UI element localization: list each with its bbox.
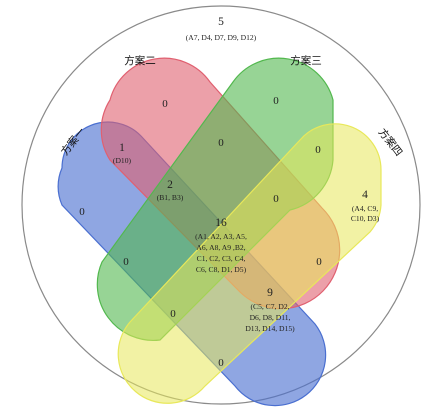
set2-label: 方案二	[124, 54, 156, 67]
region-s1234-items-4: C6, C8, D1, D5)	[196, 265, 247, 274]
region-s1234-items-1: (A1, A2, A3, A5,	[195, 232, 247, 241]
region-only3-count: 0	[273, 95, 279, 107]
region-s1234-items-2: A6, A8, A9 ,B2,	[196, 243, 245, 252]
region-s234-count: 0	[273, 193, 279, 205]
region-s12-count: 1	[119, 142, 125, 154]
region-only4-items-1: (A4, C9,	[352, 204, 378, 213]
set4-ellipse	[117, 123, 382, 404]
outer-count: 5	[218, 16, 224, 28]
region-s123-items: (B1, B3)	[157, 193, 184, 202]
region-s34-count: 0	[315, 144, 321, 156]
region-only1-count: 0	[79, 206, 85, 218]
region-s134-items-1: (C5, C7, D2,	[250, 302, 289, 311]
region-only4-items-2: C10, D3)	[351, 214, 380, 223]
region-s1234-items-3: C1, C2, C3, C4,	[197, 254, 246, 263]
region-s12-items: (D10)	[113, 156, 132, 165]
region-s23-count: 0	[218, 137, 224, 149]
outer-items: (A7, D4, D7, D9, D12)	[186, 33, 257, 42]
region-s123-count: 2	[167, 179, 173, 191]
region-s134-count: 9	[267, 287, 273, 299]
region-only4-count: 4	[362, 189, 368, 201]
region-only2-count: 0	[162, 98, 168, 110]
region-s24-count: 0	[316, 256, 322, 268]
region-s1234-count: 16	[215, 217, 227, 229]
region-s134-items-2: D6, D8, D11,	[250, 313, 291, 322]
region-s124-count: 0	[170, 308, 176, 320]
region-s13-count: 0	[123, 256, 129, 268]
region-s14-count: 0	[218, 357, 224, 369]
set3-label: 方案三	[290, 54, 322, 67]
region-s134-items-3: D13, D14, D15)	[245, 324, 295, 333]
